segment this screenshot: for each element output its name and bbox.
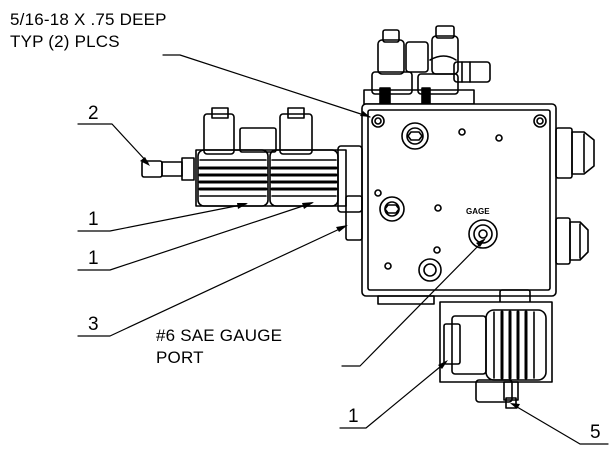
gauge-port: GAGE [466,207,498,249]
gage-marking: GAGE [466,207,490,216]
leader-item-5 [511,403,609,445]
thread-note-line-2: TYP (2) PLCS [10,32,120,51]
callout-item-1-middle: 1 [88,248,99,269]
callout-item-5: 5 [590,422,601,443]
leader-item-3 [77,225,347,337]
callout-item-1-lower: 1 [348,406,359,427]
left-solenoid-assembly [141,107,363,241]
leader-item-1-upper [77,203,247,232]
gauge-port-note-line-2: PORT [156,348,204,367]
top-connector-assembly [363,25,491,105]
leader-item-2 [77,123,149,164]
thread-note-line-1: 5/16-18 X .75 DEEP [10,10,167,29]
gauge-port-note-line-1: #6 SAE GAUGE [156,326,283,345]
leader-item-1-lower [339,361,447,429]
tapped-hole-left [371,114,385,128]
leader-gauge-port [341,239,485,367]
callout-item-1-upper: 1 [88,209,99,230]
bottom-solenoid-assembly [377,289,553,409]
right-fittings [555,127,595,265]
coil-right [269,149,339,207]
tapped-hole-right [533,114,547,128]
callout-item-2: 2 [88,103,99,124]
callout-item-3: 3 [88,314,99,335]
coil-bottom [485,309,547,381]
manifold-block: GAGE [361,103,557,297]
coil-left [197,149,269,207]
leader-lines [77,54,609,445]
leader-thread-note [162,54,371,118]
leader-item-1-middle [77,202,313,271]
